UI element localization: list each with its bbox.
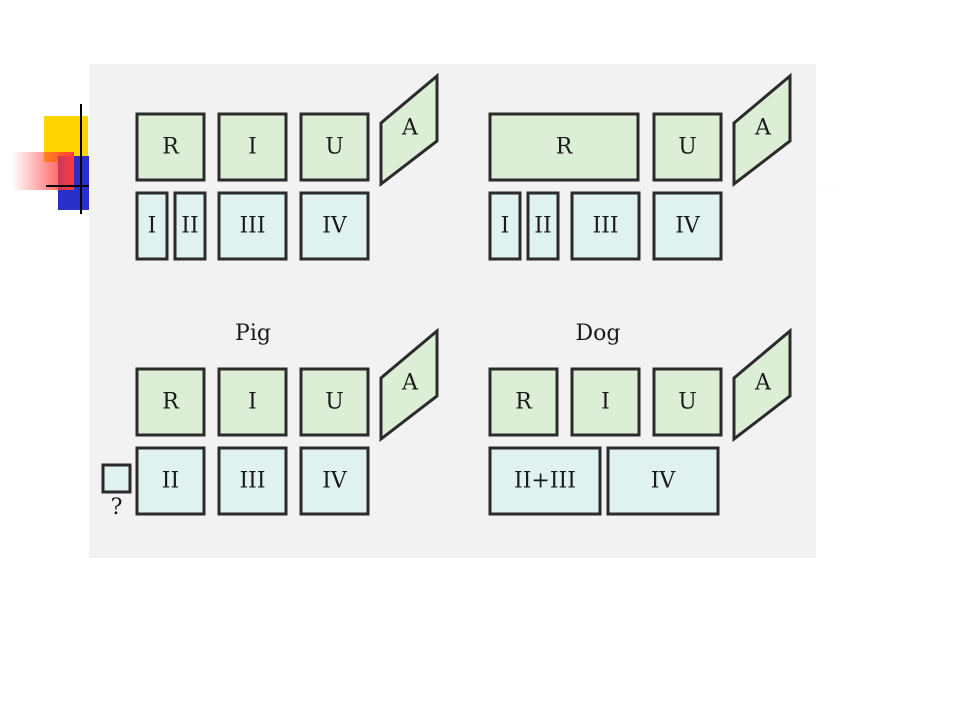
atrium-label: A: [754, 116, 772, 141]
bottom-compartment-box: [488, 446, 602, 516]
top-compartment-box: [652, 112, 723, 182]
bottom-compartment-label: II+III: [514, 469, 576, 494]
top-compartment-label: U: [325, 390, 344, 415]
bottom-compartment-box: [488, 191, 522, 261]
bottom-compartment-label: IV: [675, 214, 701, 239]
bottom-compartment-label: IV: [322, 214, 348, 239]
top-compartment-label: U: [678, 135, 697, 160]
top-compartment-label: U: [325, 135, 344, 160]
top-compartment-label: R: [162, 135, 180, 160]
atrium-box: [379, 72, 439, 188]
bottom-compartment-box: [135, 446, 206, 516]
atrium-box: [732, 327, 792, 443]
top-compartment-box: [299, 367, 370, 437]
atrium-label: A: [401, 116, 419, 141]
decor-blue-square: [58, 156, 90, 210]
bottom-compartment-box: [173, 191, 207, 261]
bottom-compartment-box: [526, 191, 560, 261]
decor-red-fade: [12, 152, 74, 190]
bottom-compartment-label: IV: [651, 469, 677, 494]
top-compartment-label: R: [556, 135, 574, 160]
top-compartment-label: I: [248, 135, 257, 160]
bottom-compartment-box: [299, 446, 370, 516]
unknown-marker-box: [101, 463, 132, 494]
top-compartment-box: [135, 367, 206, 437]
bottom-compartment-label: III: [592, 214, 618, 239]
animal-name: Dog: [576, 321, 621, 346]
atrium-label: A: [401, 371, 419, 396]
top-compartment-box: [488, 112, 640, 182]
bottom-compartment-label: II: [162, 469, 179, 494]
top-compartment-box: [652, 367, 723, 437]
bottom-compartment-label: IV: [322, 469, 348, 494]
top-compartment-label: R: [515, 390, 533, 415]
bottom-compartment-box: [217, 191, 288, 261]
bottom-compartment-label: II: [181, 214, 198, 239]
unknown-marker-label: ?: [111, 495, 123, 520]
atrium-label: A: [754, 371, 772, 396]
atrium-box: [732, 72, 792, 188]
decor-yellow-square: [44, 116, 88, 162]
bottom-compartment-box: [299, 191, 370, 261]
top-compartment-box: [217, 112, 288, 182]
atrium-box: [379, 327, 439, 443]
top-compartment-label: I: [601, 390, 610, 415]
top-compartment-label: I: [248, 390, 257, 415]
bottom-compartment-box: [135, 191, 169, 261]
bottom-compartment-label: III: [239, 469, 265, 494]
bottom-compartment-label: I: [501, 214, 510, 239]
top-compartment-label: R: [162, 390, 180, 415]
bottom-compartment-box: [606, 446, 720, 516]
bottom-compartment-label: II: [534, 214, 551, 239]
bottom-compartment-label: I: [148, 214, 157, 239]
top-compartment-box: [135, 112, 206, 182]
top-compartment-label: U: [678, 390, 697, 415]
bottom-compartment-label: III: [239, 214, 265, 239]
top-compartment-box: [570, 367, 641, 437]
animal-name: Pig: [235, 321, 271, 346]
bottom-compartment-box: [217, 446, 288, 516]
top-compartment-box: [299, 112, 370, 182]
bottom-compartment-box: [652, 191, 723, 261]
top-compartment-box: [217, 367, 288, 437]
bottom-compartment-box: [570, 191, 641, 261]
top-compartment-box: [488, 367, 559, 437]
